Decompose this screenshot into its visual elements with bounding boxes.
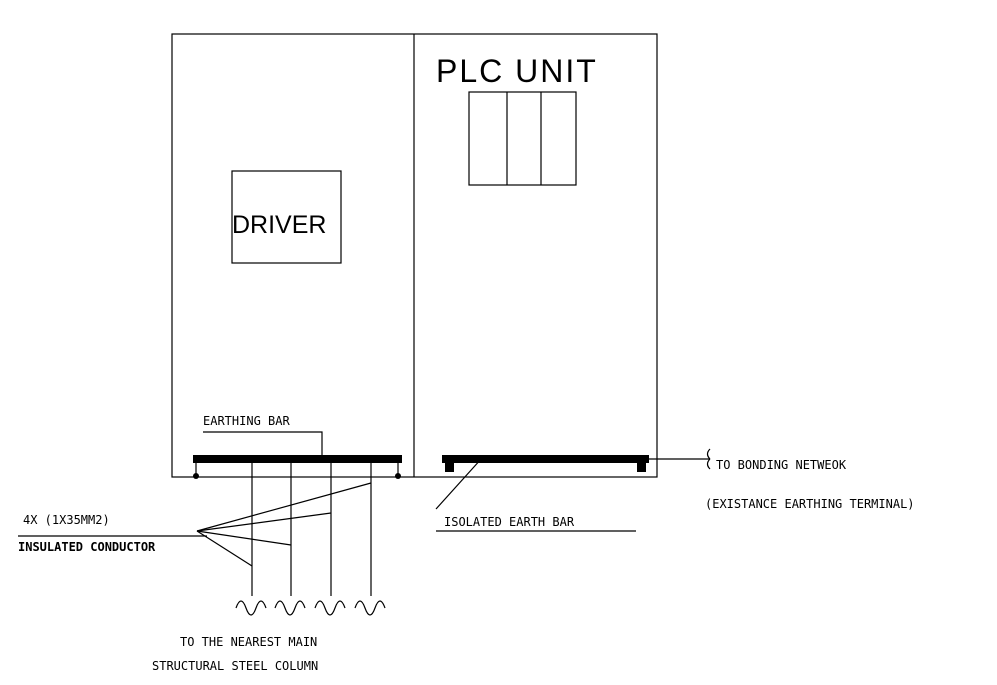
isolated-earth-bar: [442, 455, 649, 472]
plc-module: [468, 91, 577, 186]
structural-column-label: STRUCTURAL STEEL COLUMN: [152, 659, 318, 673]
earthing-bar-label: EARTHING BAR: [203, 414, 290, 428]
conductors: [251, 458, 372, 596]
bonding-terminal-symbol: [706, 448, 711, 470]
bonding-label: TO BONDING NETWEOK: [716, 458, 847, 472]
driver-box: [231, 170, 342, 264]
nearest-main-label: TO THE NEAREST MAIN: [180, 635, 317, 649]
insulated-conductor-label: INSULATED CONDUCTOR: [18, 540, 156, 554]
isolated-bar-leader: [435, 457, 483, 510]
conductor-count-label: 4X (1X35MM2): [23, 513, 110, 527]
earthing-bar: [193, 455, 402, 479]
steel-column-connections: [235, 600, 386, 616]
existance-label: (EXISTANCE EARTHING TERMINAL): [705, 497, 915, 511]
earthing-bar-leader: [203, 431, 323, 455]
conductor-leaders: [196, 482, 372, 567]
isolated-bar-label: ISOLATED EARTH BAR: [444, 515, 575, 529]
driver-label: DRIVER: [232, 211, 326, 239]
plc-unit-label: PLC UNIT: [436, 53, 598, 89]
